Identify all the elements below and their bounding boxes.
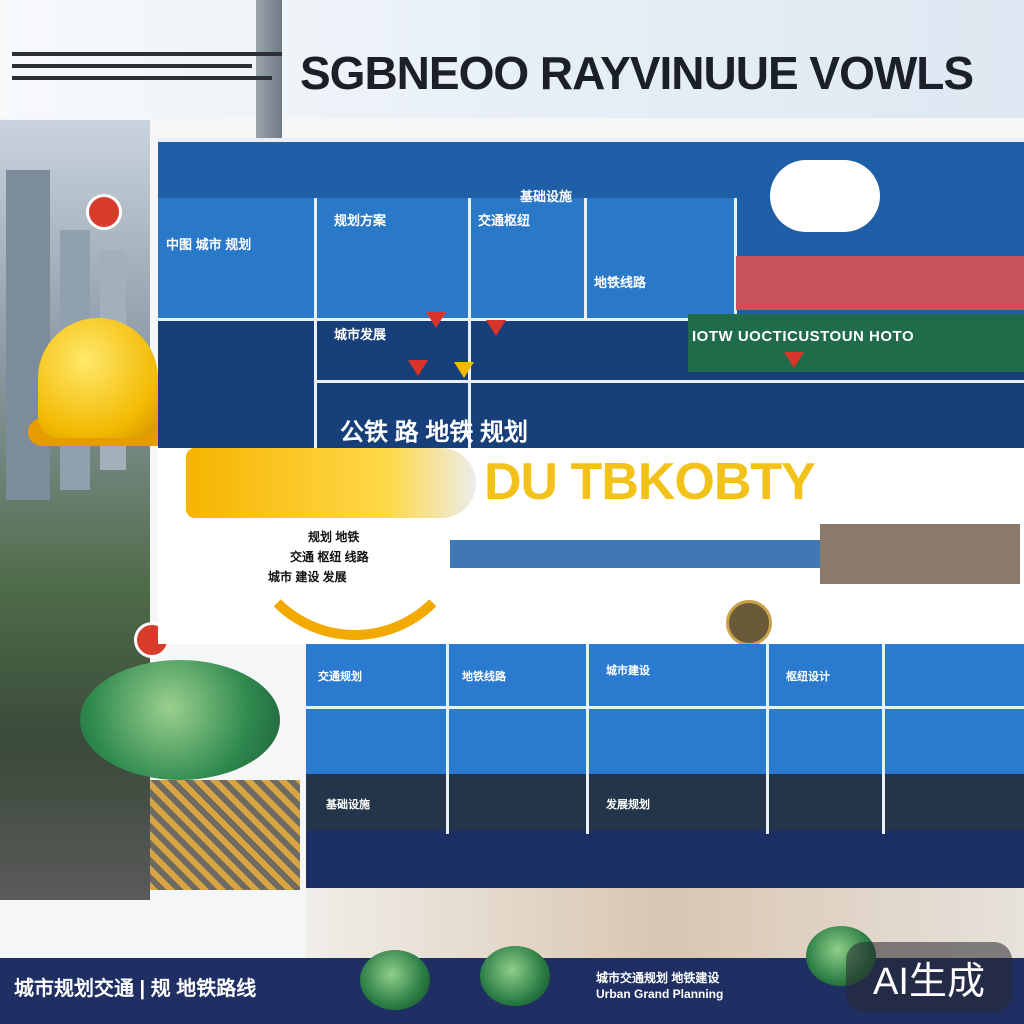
ai-generated-badge: AI生成 bbox=[846, 942, 1012, 1012]
grid-divider bbox=[314, 380, 1024, 383]
tower-image bbox=[256, 0, 282, 140]
header-decorative-lines bbox=[12, 52, 292, 94]
cell-label: 交通规划 bbox=[318, 671, 362, 683]
red-arrow-icon bbox=[486, 320, 506, 336]
cell-label: 地铁线路 bbox=[462, 671, 506, 683]
title-strip-green bbox=[688, 314, 1024, 372]
globe-icon bbox=[360, 950, 430, 1010]
grid-divider bbox=[766, 644, 769, 834]
footer-credit: 城市交通规划 地铁建设 Urban Grand Planning bbox=[596, 970, 723, 1002]
board-row-light bbox=[158, 198, 734, 318]
board-row-heading: 公铁 路 地铁 规划 bbox=[340, 419, 529, 446]
middle-title: DU TBKOBTY bbox=[484, 453, 816, 511]
footer-credit-line: Urban Grand Planning bbox=[596, 987, 724, 1001]
footer-credit-line: 城市交通规划 地铁建设 bbox=[596, 971, 720, 985]
cell-label: 发展规划 bbox=[606, 799, 650, 811]
photo-strip-red bbox=[736, 256, 1024, 310]
emblem-icon bbox=[726, 600, 772, 646]
grid-divider bbox=[734, 198, 737, 318]
red-arrow-icon bbox=[784, 352, 804, 368]
board-mini-label: 城市发展 bbox=[334, 327, 387, 342]
cell-label: 基础设施 bbox=[326, 799, 370, 811]
globe-icon bbox=[480, 946, 550, 1006]
grid-divider bbox=[158, 318, 1024, 321]
photo-collage bbox=[820, 524, 1020, 584]
cell-label: 城市建设 bbox=[606, 665, 650, 677]
cell-label: 枢纽设计 bbox=[786, 671, 830, 683]
globe-landmark-image bbox=[80, 660, 280, 780]
board-label: 中图 城市 规划 bbox=[166, 237, 252, 252]
info-bar bbox=[450, 540, 830, 568]
grid-divider bbox=[584, 198, 587, 318]
grid-divider bbox=[314, 198, 317, 448]
caption-line: 城市 建设 发展 bbox=[268, 570, 347, 584]
grid-divider bbox=[306, 706, 1024, 709]
board-mini-label: 地铁线路 bbox=[594, 275, 647, 290]
location-pin-icon bbox=[86, 194, 122, 230]
plaza-image bbox=[150, 780, 300, 890]
grid-divider bbox=[468, 198, 471, 448]
board-mini-label: 规划方案 bbox=[334, 213, 387, 228]
grid-divider bbox=[446, 644, 449, 834]
red-arrow-icon bbox=[426, 312, 446, 328]
caption-line: 规划 地铁 bbox=[308, 530, 360, 544]
yellow-swoosh bbox=[240, 500, 470, 640]
hard-hat-icon bbox=[38, 318, 158, 438]
board-mini-label: 基础设施 bbox=[520, 189, 573, 204]
page-title: SGBNEOO RAYVINUUE VOWLS bbox=[300, 47, 974, 99]
header-banner bbox=[0, 0, 1024, 118]
caption-line: 交通 枢纽 线路 bbox=[290, 550, 369, 564]
red-arrow-icon bbox=[408, 360, 428, 376]
skyscraper-image bbox=[6, 170, 50, 500]
speech-cloud bbox=[770, 160, 880, 232]
train-image bbox=[186, 448, 476, 518]
board-row-dark bbox=[306, 774, 1024, 830]
board-row-navy bbox=[306, 830, 1024, 888]
yellow-arrow-icon bbox=[454, 362, 474, 378]
board-mini-label: 交通枢纽 bbox=[478, 213, 531, 228]
grid-divider bbox=[882, 644, 885, 834]
planning-board-bottom: 交通规划 地铁线路 城市建设 枢纽设计 基础设施 发展规划 bbox=[306, 644, 1024, 888]
strip-title: IOTW UOCTICUSTOUN HOTO bbox=[692, 328, 915, 345]
grid-divider bbox=[586, 644, 589, 834]
footer-caption: 城市规划交通 | 规 地铁路线 bbox=[14, 978, 257, 1000]
